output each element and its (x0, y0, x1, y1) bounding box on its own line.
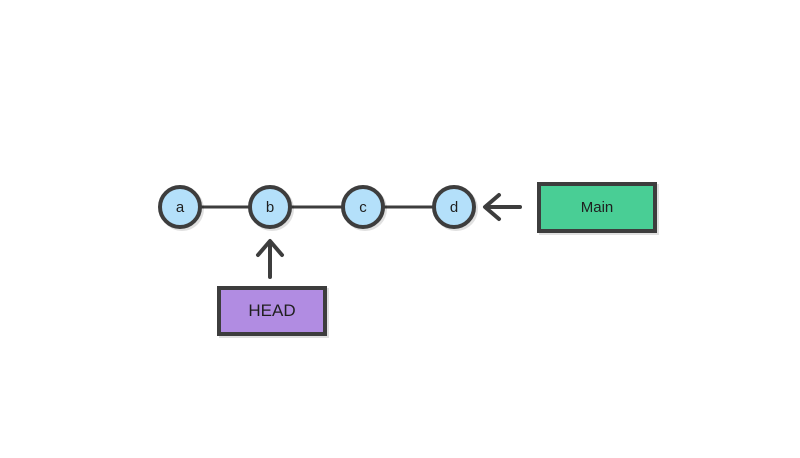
head-label: HEAD (217, 286, 327, 336)
commit-node-a: a (158, 185, 202, 229)
commit-node-label: b (265, 198, 275, 216)
up-arrow-icon (256, 239, 284, 279)
branch-label-main-text: Main (580, 199, 614, 216)
commit-node-label: c (359, 198, 367, 216)
commit-node-b: b (248, 185, 292, 229)
head-label-text: HEAD (248, 301, 296, 320)
commit-node-label: a (175, 198, 185, 216)
left-arrow-icon (483, 193, 522, 221)
branch-label-main: Main (537, 182, 657, 233)
commit-node-label: d (449, 198, 459, 216)
commit-node-d: d (432, 185, 476, 229)
commit-node-c: c (341, 185, 385, 229)
